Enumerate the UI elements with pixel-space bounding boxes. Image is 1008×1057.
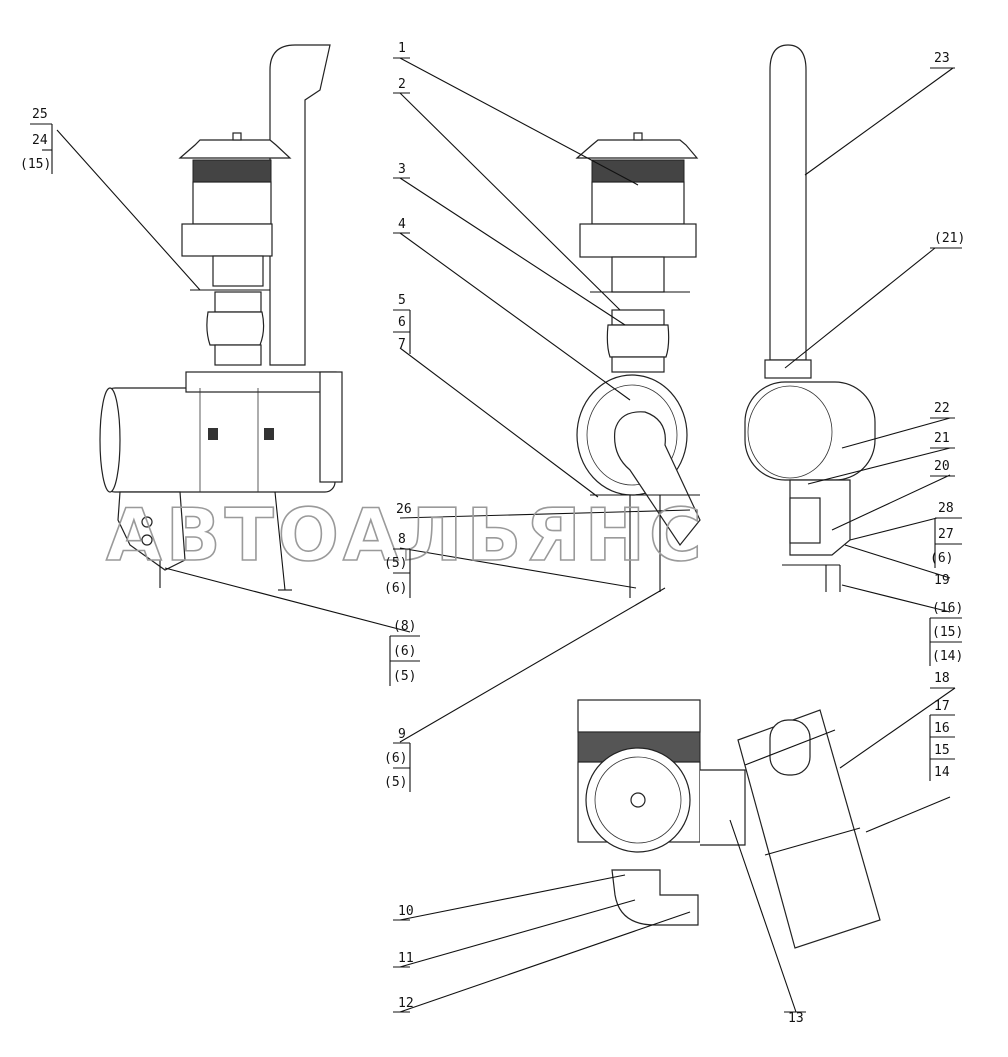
callout-text: 14 (934, 765, 950, 780)
leader-lines (56, 57, 956, 1013)
callout-12: 12 (398, 996, 414, 1011)
callout-1: 1 (398, 41, 406, 56)
callout-26-8-5-6: 26 8 (5) (6) (384, 502, 412, 598)
callout-23: 23 (934, 51, 950, 66)
callout-text: (5) (384, 556, 407, 571)
callout-text: (16) (932, 601, 963, 616)
callout-10: 10 (398, 904, 414, 919)
callout-text: 28 (938, 501, 954, 516)
callout-9-6-5: 9 (6) (5) (384, 727, 411, 792)
left-view-assembly (99, 44, 343, 591)
callout-3: 3 (398, 162, 406, 177)
watermark-text: АВТОАЛЬЯНС (106, 493, 706, 577)
callout-18: 18 (934, 671, 950, 686)
callout-text: 26 (396, 502, 412, 517)
callout-text: (8) (393, 619, 416, 634)
callout-text: 25 (32, 107, 48, 122)
callout-text: 17 (934, 699, 950, 714)
callout-text: (15) (932, 625, 963, 640)
callout-25-24-15: 25 24 (15) (20, 107, 53, 174)
callout-11: 11 (398, 951, 414, 966)
callout-21: 21 (934, 431, 950, 446)
callout-4: 4 (398, 217, 406, 232)
callout-2: 2 (398, 77, 406, 92)
callout-text: 27 (938, 527, 954, 542)
callout-13: 13 (788, 1011, 804, 1026)
callout-text: 16 (934, 721, 950, 736)
callout-text: (14) (932, 649, 963, 664)
callout-text: (6) (384, 751, 407, 766)
callout-text: 9 (398, 727, 406, 742)
callout-16-15-14: (16) (15) (14) (929, 601, 963, 666)
callout-text: 7 (398, 337, 406, 352)
left-filter-housing (104, 387, 336, 493)
callout-8-6-5: (8) (6) (5) (389, 619, 420, 686)
right-filter-housing (744, 381, 876, 481)
left-filter-mesh (192, 159, 272, 183)
top-view-cap (577, 699, 701, 733)
callout-5-6-7: 5 6 7 (393, 293, 411, 354)
callout-text: 24 (32, 133, 48, 148)
callout-28-27-6: 28 27 (6) (930, 501, 962, 568)
callout-19: 19 (934, 573, 950, 588)
left-intake-pipe (269, 44, 331, 366)
callout-text: (15) (20, 157, 51, 172)
callout-text: (6) (393, 644, 416, 659)
callout-text: 15 (934, 743, 950, 758)
callout-21-paren: (21) (934, 231, 965, 246)
left-air-cleaner-cap (178, 139, 292, 159)
bottom-view-assembly (577, 699, 881, 949)
callout-text: (5) (393, 669, 416, 684)
callout-text: 6 (398, 315, 406, 330)
middle-view-assembly (575, 132, 701, 598)
middle-filter-mesh (591, 159, 685, 183)
callout-20: 20 (934, 459, 950, 474)
callout-text: (5) (384, 775, 407, 790)
callout-text: 5 (398, 293, 406, 308)
callout-17-16-15-14: 17 16 15 14 (929, 699, 955, 781)
right-intake-pipe (769, 44, 807, 361)
right-view-assembly (744, 44, 876, 592)
callout-text: (6) (384, 581, 407, 596)
middle-air-cleaner-cap (575, 139, 699, 159)
callout-text: 8 (398, 532, 406, 547)
callout-labels: 25 24 (15) 1 2 3 4 5 6 7 23 (21) 22 21 (20, 41, 965, 1026)
middle-outlet-elbow (613, 411, 701, 547)
callout-22: 22 (934, 401, 950, 416)
callout-text: (6) (930, 551, 953, 566)
